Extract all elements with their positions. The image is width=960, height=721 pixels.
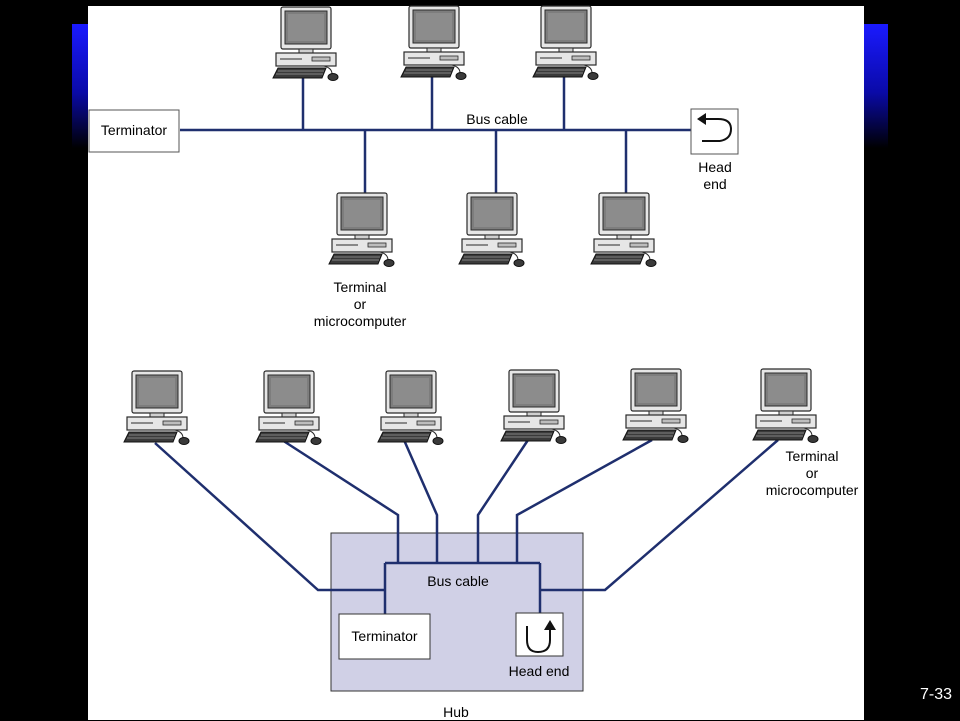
terminator-box — [88, 109, 180, 153]
head-end-label: Head end — [698, 159, 732, 192]
hub-label: Hub — [443, 704, 469, 720]
hub-head-end-label: Head end — [508, 663, 570, 679]
hub-terminator-label: Terminator — [351, 628, 418, 644]
hub-link — [540, 439, 779, 592]
hub-terminal-label: Terminal or microcomputer — [765, 448, 859, 498]
slide-number: 7-33 — [919, 686, 952, 703]
terminal-label: Terminal or microcomputer — [313, 279, 407, 329]
bus-topology-diagram — [180, 74, 692, 194]
hub-link — [402, 439, 439, 563]
hub-link — [515, 438, 653, 563]
terminator-label: Terminator — [100, 122, 168, 138]
head-end-icon — [515, 612, 564, 657]
hub-link — [281, 438, 400, 563]
hub-topology-diagram — [154, 438, 779, 615]
hub-terminator-box — [338, 613, 431, 660]
head-end-icon — [690, 108, 739, 155]
hub-bus-cable-label: Bus cable — [427, 573, 489, 589]
hub-link — [154, 442, 385, 592]
bus-cable-label: Bus cable — [466, 111, 528, 127]
hub-link — [476, 439, 530, 563]
